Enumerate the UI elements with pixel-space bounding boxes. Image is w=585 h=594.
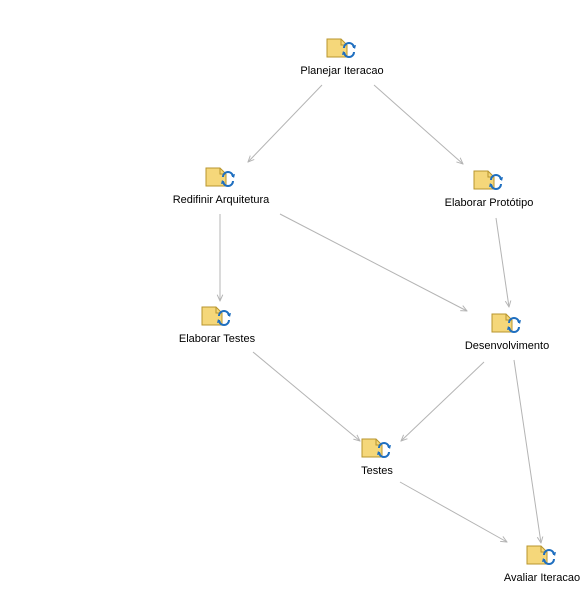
node-desenvolvimento[interactable]: Desenvolvimento [437,312,577,352]
activity-folder-refresh-icon [526,545,556,565]
edge-planejar-to-prototipo [373,84,463,164]
activity-folder-refresh-icon [201,306,231,326]
node-label: Desenvolvimento [464,340,550,352]
activity-folder-refresh-icon [326,38,356,58]
node-label: Testes [361,465,393,477]
node-testes[interactable]: Testes [307,437,447,477]
edge-prototipo-to-desenv [495,217,509,307]
node-label: Elaborar Testes [178,333,256,345]
edge-desenv-to-testes [401,361,485,441]
activity-folder-refresh-icon [491,313,521,333]
edge-redifinir-to-desenv [279,213,467,311]
activity-folder-refresh-icon [205,167,235,187]
node-label: Redifinir Arquitetura [172,194,270,206]
node-redifinir-arquitetura[interactable]: Redifinir Arquitetura [151,166,291,206]
edge-desenv-to-avaliar [513,359,541,543]
node-avaliar-iteracao[interactable]: Avaliar Iteracao [472,544,585,584]
node-elaborar-prototipo[interactable]: Elaborar Protótipo [419,169,559,209]
edge-testes-to-avaliar [399,481,507,542]
node-elaborar-testes[interactable]: Elaborar Testes [147,305,287,345]
activity-folder-refresh-icon [473,170,503,190]
node-label: Avaliar Iteracao [503,572,581,584]
activity-folder-refresh-icon [361,438,391,458]
edge-planejar-to-redifinir [248,84,323,162]
node-planejar-iteracao[interactable]: Planejar Iteracao [272,37,412,77]
node-label: Elaborar Protótipo [444,197,534,209]
edge-elab-testes-to-testes [252,351,360,441]
node-label: Planejar Iteracao [300,65,384,77]
